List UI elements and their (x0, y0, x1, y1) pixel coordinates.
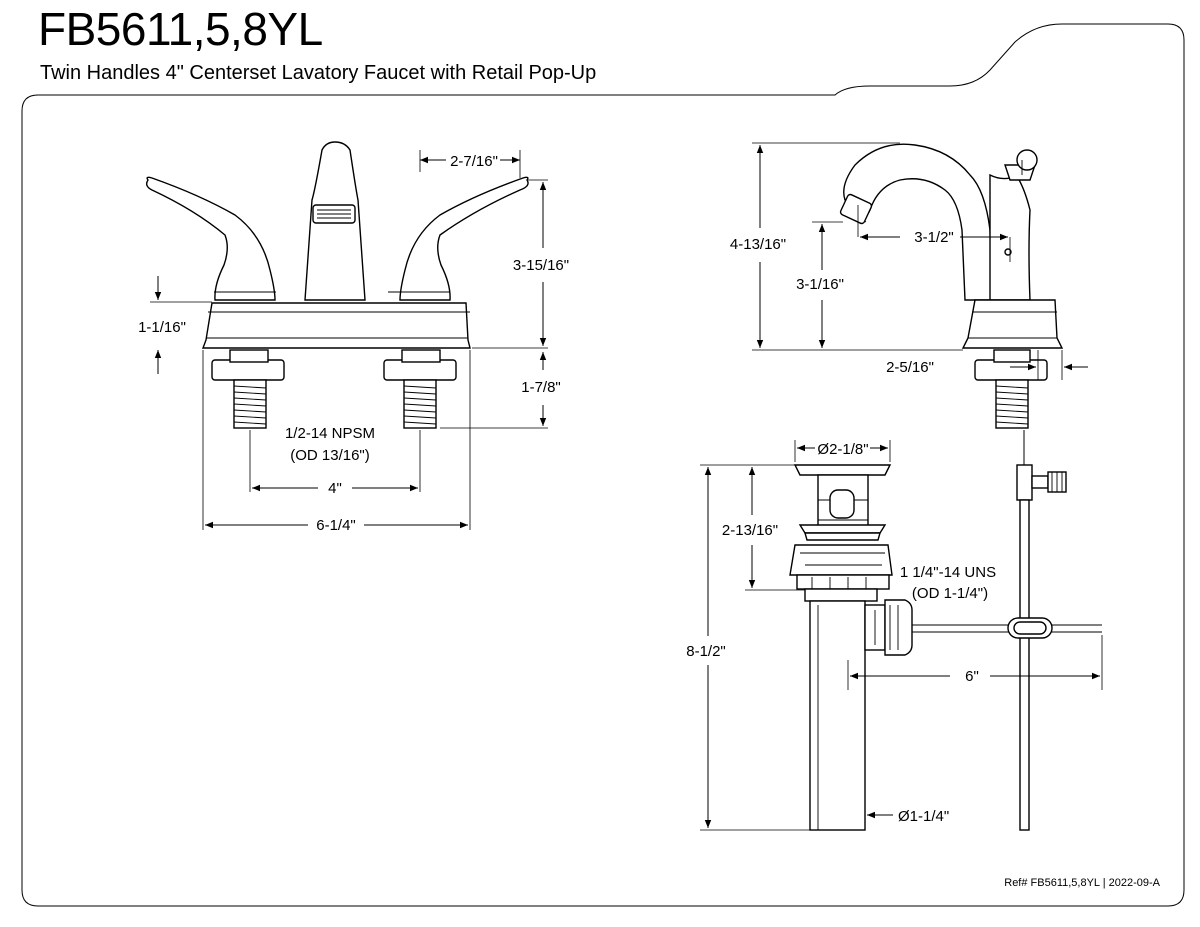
drain-flange (793, 464, 892, 476)
dim-thread-od: (OD 13/16") (290, 447, 370, 464)
dim-flange-height: 2-13/16" (722, 522, 778, 539)
model-number: FB5611,5,8YL (38, 3, 323, 55)
dim-centers: 4" (328, 480, 342, 497)
reference-number: Ref# FB5611,5,8YL | 2022-09-A (1004, 877, 1160, 889)
dim-spout-offset: 2-7/16" (450, 153, 498, 170)
drain-nut (789, 544, 893, 576)
dim-spout-reach: 3-1/2" (914, 229, 954, 246)
side-base (961, 299, 1064, 349)
dim-spout-clearance: 3-1/16" (796, 276, 844, 293)
lift-rod-clip (1016, 464, 1033, 501)
side-view: 4-13/16" 3-1/2" 3-1/16" 2-5/16" (730, 142, 1088, 429)
dim-overall-height: 3-15/16" (513, 257, 569, 274)
drain-tailpiece (809, 600, 866, 831)
front-view: 2-7/16" 3-15/16" 1-1/16" 1-7/8" 1/2-14 N… (138, 141, 569, 534)
sheet-border (21, 23, 1185, 907)
popup-view: Ø2-1/8" 2-13/16" 1 1/4"-14 UNS (OD 1-1/4… (686, 430, 1103, 831)
dim-thread-spec: 1/2-14 NPSM (285, 425, 375, 442)
dim-shank-length: 1-7/8" (521, 379, 561, 396)
dim-popup-thread-od: (OD 1-1/4") (912, 585, 988, 602)
side-nut (974, 359, 1048, 381)
pivot-cap (884, 599, 913, 656)
dim-tail-diameter: Ø1-1/4" (898, 808, 949, 825)
product-description: Twin Handles 4" Centerset Lavatory Fauce… (40, 62, 597, 84)
lift-strap (1019, 499, 1030, 831)
dim-base-width: 6-1/4" (316, 517, 356, 534)
side-spout (843, 143, 993, 301)
front-left-handle (145, 176, 276, 301)
dim-total-height: 4-13/16" (730, 236, 786, 253)
dim-flange-diameter: Ø2-1/8" (817, 441, 868, 458)
dim-base-depth: 2-5/16" (886, 359, 934, 376)
dim-handle-height: 1-1/16" (138, 319, 186, 336)
popup-knob (1016, 149, 1038, 171)
dim-total-length: 8-1/2" (686, 643, 726, 660)
front-right-handle (399, 176, 529, 301)
front-base (201, 302, 471, 349)
side-aerator (839, 193, 873, 225)
dim-rod-length: 6" (965, 668, 979, 685)
front-left-nut (211, 359, 285, 381)
front-right-nut (383, 359, 457, 381)
dim-popup-thread-spec: 1 1/4"-14 UNS (900, 564, 996, 581)
